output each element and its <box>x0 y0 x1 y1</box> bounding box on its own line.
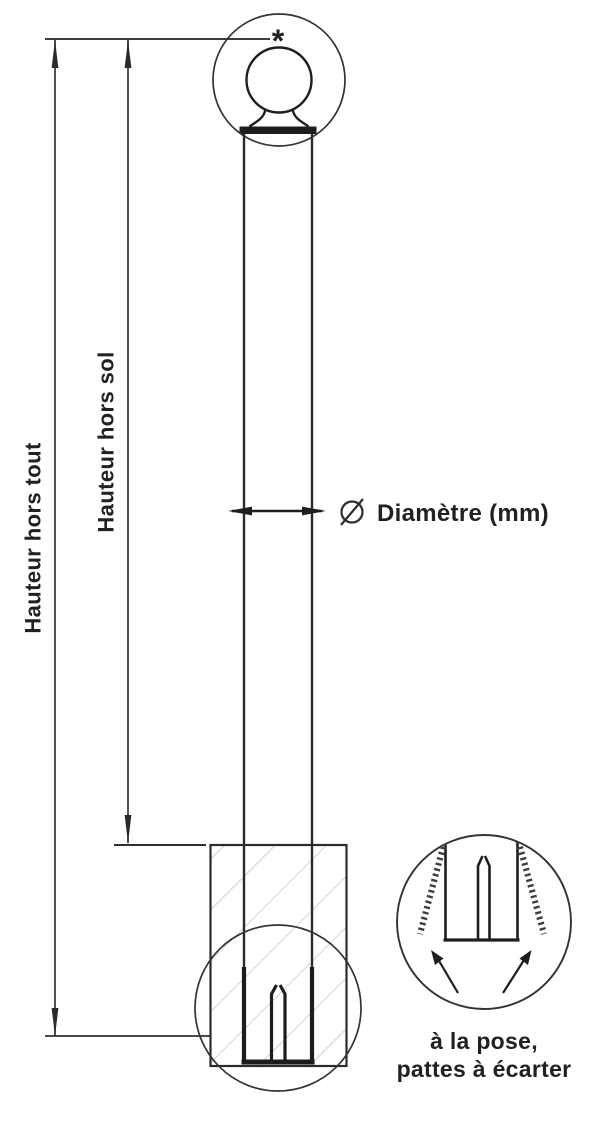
install-note-line2: pattes à écarter <box>397 1056 572 1082</box>
finial-neck-left <box>248 108 267 128</box>
diameter-label: Diamètre (mm) <box>377 500 549 527</box>
spread-tab-left <box>417 836 449 935</box>
diameter-dimension: Diamètre (mm) <box>228 498 549 527</box>
top-detail-circle <box>212 13 346 147</box>
diameter-left-arrow-icon <box>228 506 252 516</box>
overall-height-down-arrow-icon <box>51 1008 59 1036</box>
overall-height-up-arrow-icon <box>51 40 59 68</box>
overall-height-dimension: Hauteur hors tout <box>21 40 59 1036</box>
above-ground-height-dimension: Hauteur hors sol <box>94 40 132 843</box>
spread-tabs-detail: à la pose, pattes à écarter <box>396 834 572 1082</box>
above-ground-up-arrow-icon <box>124 40 132 68</box>
finial-ball <box>245 46 313 114</box>
bottom-detail-circle <box>194 924 362 1092</box>
post-foot-slit <box>269 984 287 1062</box>
bollard-post <box>241 133 315 1065</box>
above-ground-down-arrow-icon <box>124 815 132 843</box>
above-ground-height-label: Hauteur hors sol <box>94 351 119 532</box>
spread-detail-circle <box>396 834 572 1010</box>
spread-arrow-right-icon <box>502 950 532 994</box>
finial-neck-right <box>291 108 310 128</box>
detail-foot-slit <box>476 855 491 940</box>
install-note-line1: à la pose, <box>430 1028 538 1054</box>
finial-collar <box>239 126 317 134</box>
ground-block <box>209 843 348 1068</box>
overall-height-label: Hauteur hors tout <box>21 442 46 634</box>
diameter-right-arrow-icon <box>302 506 326 516</box>
spread-tab-right <box>514 836 547 935</box>
spread-arrow-left-icon <box>431 950 459 994</box>
diameter-symbol-icon <box>340 498 364 526</box>
ball-finial <box>239 46 317 134</box>
